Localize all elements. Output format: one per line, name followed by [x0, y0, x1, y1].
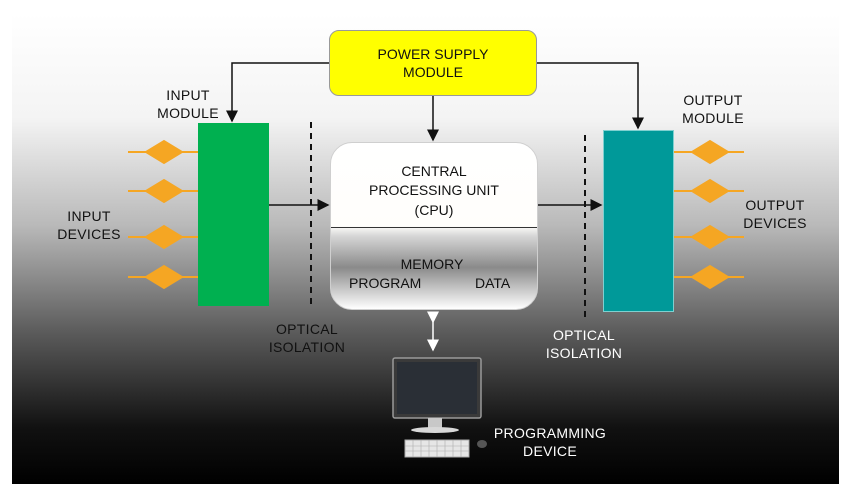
- computer-icon: [392, 357, 487, 458]
- power-supply-module: POWER SUPPLY MODULE: [329, 30, 537, 96]
- mouse-icon: [477, 440, 487, 448]
- cpu-label-line2: PROCESSING UNIT: [369, 182, 499, 198]
- input-module-label: INPUT MODULE: [157, 87, 219, 121]
- memory-program-label: PROGRAM: [349, 275, 422, 291]
- output-devices-label: OUTPUT DEVICES: [743, 197, 807, 231]
- programming-device-label: PROGRAMMING DEVICE: [493, 425, 607, 459]
- cpu-block: CENTRAL PROCESSING UNIT (CPU) MEMORY PRO…: [330, 142, 538, 310]
- memory-label: MEMORY: [400, 256, 464, 272]
- output-device-2: [674, 178, 744, 204]
- optical-isolation-left-label: OPTICAL ISOLATION: [268, 321, 346, 355]
- memory-data-label: DATA: [475, 275, 511, 291]
- output-device-1: [674, 139, 744, 165]
- output-device-3: [674, 224, 744, 250]
- psu-to-output-arrow: [537, 62, 644, 130]
- cpu-label-line3: (CPU): [414, 202, 454, 218]
- input-device-4: [128, 264, 198, 290]
- cpu-memory-divider: [331, 227, 537, 228]
- power-supply-label-line2: MODULE: [403, 64, 463, 80]
- cpu-label-line1: CENTRAL: [401, 163, 467, 179]
- output-module-label: OUTPUT MODULE: [682, 92, 744, 126]
- output-module-block: [603, 130, 674, 312]
- optical-isolation-right-label: OPTICAL ISOLATION: [545, 327, 623, 361]
- input-device-2: [128, 178, 198, 204]
- input-devices-label: INPUT DEVICES: [57, 208, 121, 242]
- input-device-1: [128, 139, 198, 165]
- power-supply-label-line1: POWER SUPPLY: [377, 46, 489, 62]
- output-device-4: [674, 264, 744, 290]
- input-device-3: [128, 224, 198, 250]
- psu-to-input-arrow: [226, 62, 329, 123]
- input-module-block: [198, 123, 269, 306]
